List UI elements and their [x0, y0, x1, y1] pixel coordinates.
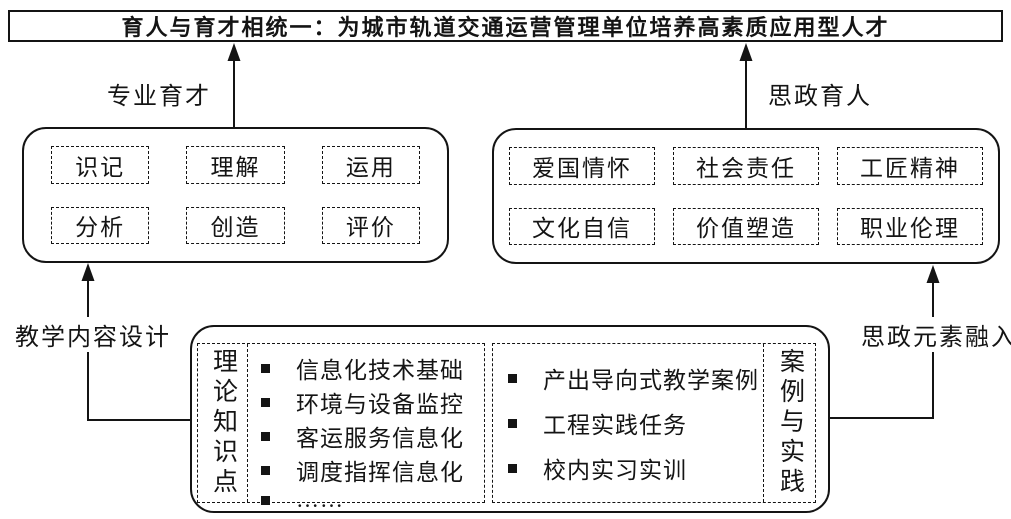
square-bullet-icon	[508, 373, 517, 383]
square-bullet-icon	[261, 495, 270, 505]
practice-list-item: 校内实习实训	[508, 451, 759, 485]
teaching-content-design-label: 教学内容设计	[12, 317, 174, 352]
theory-item-text: ……	[296, 487, 344, 512]
ideological-value-cell: 社会责任	[673, 147, 819, 185]
theory-list-item: 信息化技术基础	[261, 351, 480, 385]
ideological-value-cell: 价值塑造	[673, 207, 819, 245]
up-arrow-icon	[227, 43, 241, 61]
ideological-elements-label: 思政元素融入	[858, 317, 1011, 352]
up-arrow-icon	[81, 263, 95, 281]
up-arrow-icon	[926, 265, 940, 283]
square-bullet-icon	[261, 363, 270, 373]
professional-skills-box: 识记 理解 运用 分析 创造 评价	[22, 127, 449, 263]
theory-item-text: 信息化技术基础	[296, 358, 464, 383]
theory-panel: 理论知识点 信息化技术基础 环境与设备监控 客运服务信息化 调度指挥信息化 ……	[197, 343, 485, 512]
professional-skill-cell: 评价	[321, 206, 420, 244]
theory-item-text: 客运服务信息化	[296, 426, 464, 451]
professional-skill-cell: 识记	[51, 146, 150, 184]
practice-item-text: 校内实习实训	[543, 458, 687, 483]
theory-list-item: 调度指挥信息化	[261, 453, 480, 487]
square-bullet-icon	[508, 418, 517, 428]
professional-skill-cell: 理解	[186, 146, 285, 184]
practice-item-text: 工程实践任务	[543, 413, 687, 438]
theory-list-item: 环境与设备监控	[261, 385, 480, 419]
ideological-value-cell: 工匠精神	[837, 147, 983, 185]
title-banner: 育人与育才相统一：为城市轨道交通运营管理单位培养高素质应用型人才	[8, 10, 1003, 42]
practice-list-item: 工程实践任务	[508, 406, 759, 440]
ideological-values-box: 爱国情怀 社会责任 工匠精神 文化自信 价值塑造 职业伦理	[492, 128, 1000, 264]
square-bullet-icon	[261, 397, 270, 407]
square-bullet-icon	[261, 431, 270, 441]
title-text: 育人与育才相统一：为城市轨道交通运营管理单位培养高素质应用型人才	[121, 15, 890, 40]
square-bullet-icon	[508, 463, 517, 473]
ideological-value-cell: 职业伦理	[837, 207, 983, 245]
practice-list: 产出导向式教学案例 工程实践任务 校内实习实训	[493, 344, 763, 502]
professional-skill-cell: 运用	[321, 146, 420, 184]
theory-list-item: 客运服务信息化	[261, 419, 480, 453]
theory-panel-label: 理论知识点	[198, 344, 248, 502]
theory-list-item: ……	[261, 487, 480, 513]
ideological-value-cell: 爱国情怀	[509, 147, 655, 185]
theory-item-text: 环境与设备监控	[296, 392, 464, 417]
ideological-value-cell: 文化自信	[509, 207, 655, 245]
professional-skill-cell: 创造	[186, 206, 285, 244]
practice-panel-label: 案例与实践	[763, 344, 815, 502]
theory-list: 信息化技术基础 环境与设备监控 客运服务信息化 调度指挥信息化 ……	[248, 344, 484, 512]
practice-item-text: 产出导向式教学案例	[543, 368, 759, 393]
practice-panel: 产出导向式教学案例 工程实践任务 校内实习实训 案例与实践	[492, 343, 816, 503]
professional-branch-label: 专业育才	[107, 84, 211, 110]
professional-skill-cell: 分析	[51, 206, 150, 244]
theory-item-text: 调度指挥信息化	[296, 460, 464, 485]
up-arrow-icon	[739, 43, 753, 61]
ideological-branch-label: 思政育人	[768, 84, 872, 110]
square-bullet-icon	[261, 465, 270, 475]
practice-list-item: 产出导向式教学案例	[508, 361, 759, 395]
